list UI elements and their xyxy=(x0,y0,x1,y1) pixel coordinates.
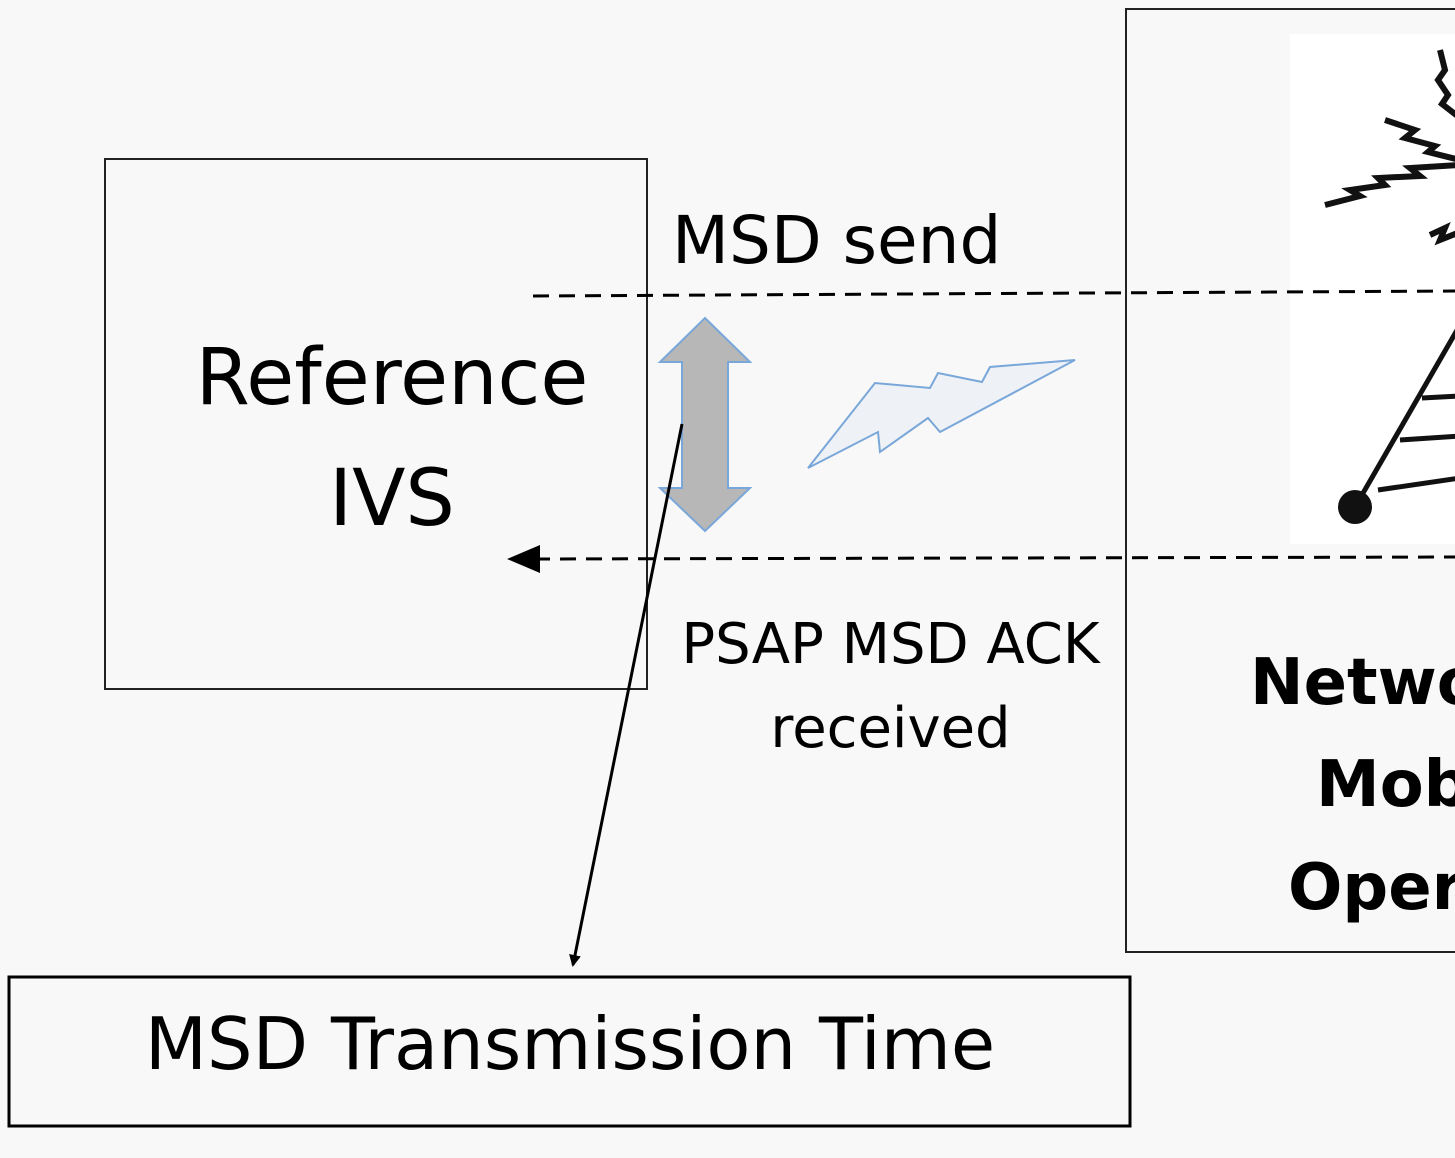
lightning-bolt-icon xyxy=(807,359,1076,469)
reference-ivs-box xyxy=(104,158,648,690)
network-operator-box xyxy=(1125,8,1455,953)
operator-line-2: Mob xyxy=(1316,748,1455,823)
network-operator-label: Netwo Mob Oper xyxy=(1250,632,1455,939)
operator-line-3: Oper xyxy=(1288,850,1455,925)
msd-send-label: MSD send xyxy=(672,202,1002,279)
psap-ack-label: PSAP MSD ACK received xyxy=(668,603,1113,771)
tower-image-area xyxy=(1290,34,1455,544)
reference-ivs-line-1: Reference xyxy=(195,333,589,423)
psap-ack-line-1: PSAP MSD ACK xyxy=(681,612,1100,677)
reference-ivs-line-2: IVS xyxy=(329,453,455,544)
operator-line-1: Netwo xyxy=(1250,646,1455,720)
ack-received-line xyxy=(539,555,1455,561)
transmission-pointer-arrow xyxy=(569,423,684,967)
transmission-time-box xyxy=(7,975,1132,1128)
double-arrow-icon xyxy=(657,316,753,533)
transmission-time-label: MSD Transmission Time xyxy=(144,1002,996,1086)
ack-arrowhead-icon xyxy=(507,545,540,573)
reference-ivs-label: Reference IVS xyxy=(106,318,678,560)
psap-ack-line-2: received xyxy=(770,696,1011,761)
radio-tower-icon xyxy=(1324,49,1455,524)
